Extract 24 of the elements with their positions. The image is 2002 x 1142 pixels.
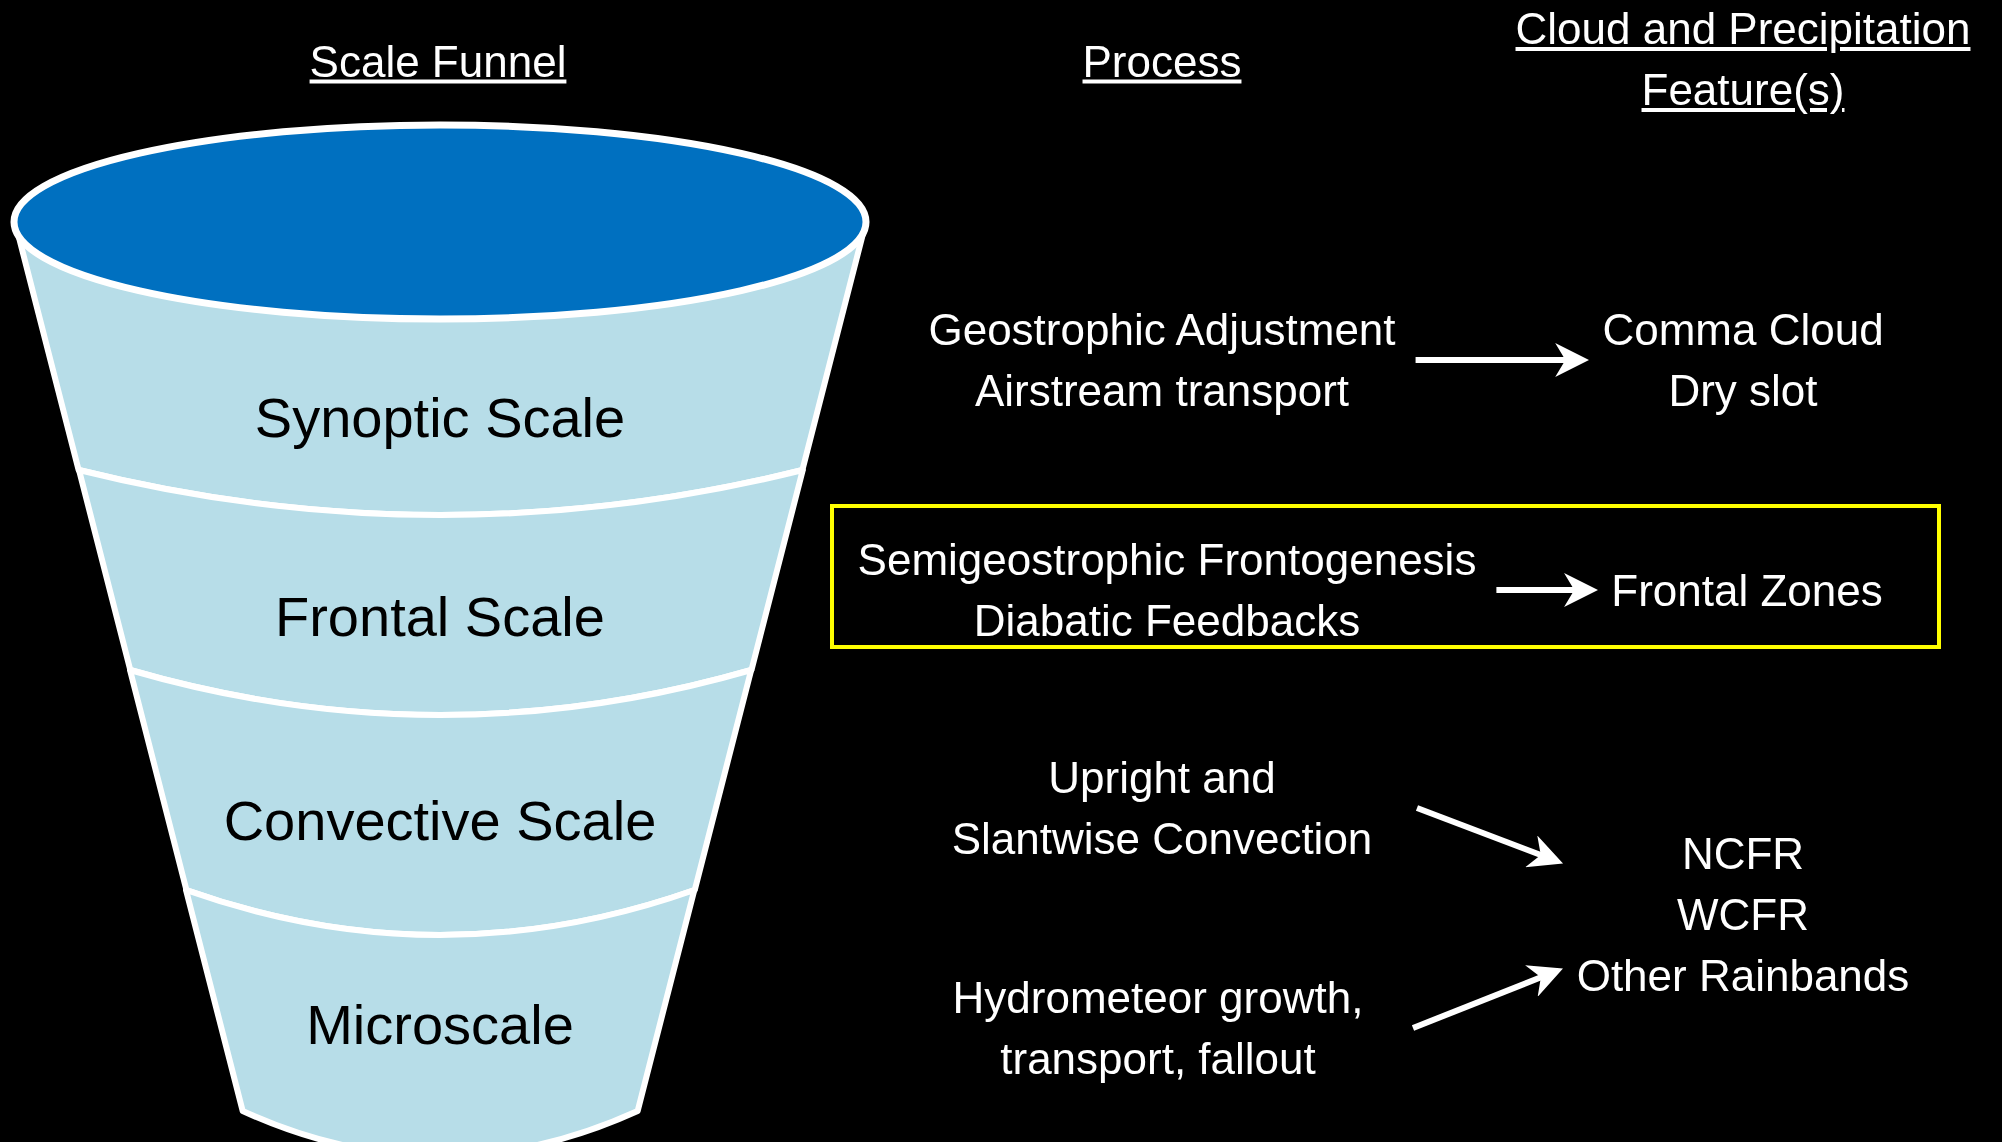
highlight-frame: [830, 504, 1941, 649]
process-label: Geostrophic Adjustment: [928, 304, 1396, 356]
feature-label: WCFR: [1676, 888, 1810, 941]
arrow: [1411, 965, 1563, 1031]
column-header: Process: [1081, 35, 1243, 88]
feature-label: NCFR: [1680, 827, 1806, 880]
arrow: [1415, 805, 1564, 868]
scale-label: Synoptic Scale: [254, 385, 626, 451]
scale-label: Microscale: [306, 992, 574, 1058]
feature-label: Other Rainbands: [1576, 949, 1910, 1002]
arrow: [1496, 573, 1599, 607]
arrow: [1415, 343, 1590, 377]
column-header: Cloud and Precipitation Feature(s): [1514, 3, 1972, 116]
column-header: Scale Funnel: [308, 35, 568, 88]
feature-label: Dry slot: [1667, 365, 1819, 417]
feature-label: Frontal Zones: [1611, 564, 1883, 617]
process-label: Hydrometeor growth, transport, fallout: [951, 972, 1365, 1085]
process-label: Upright and Slantwise Convection: [950, 752, 1374, 865]
scale-label: Frontal Scale: [275, 584, 605, 650]
scale-label: Convective Scale: [223, 788, 657, 854]
process-label: Diabatic Feedbacks: [972, 595, 1362, 647]
process-label: Semigeostrophic Frontogenesis: [857, 534, 1477, 586]
feature-label: Comma Cloud: [1602, 304, 1884, 356]
process-label: Airstream transport: [973, 365, 1351, 417]
